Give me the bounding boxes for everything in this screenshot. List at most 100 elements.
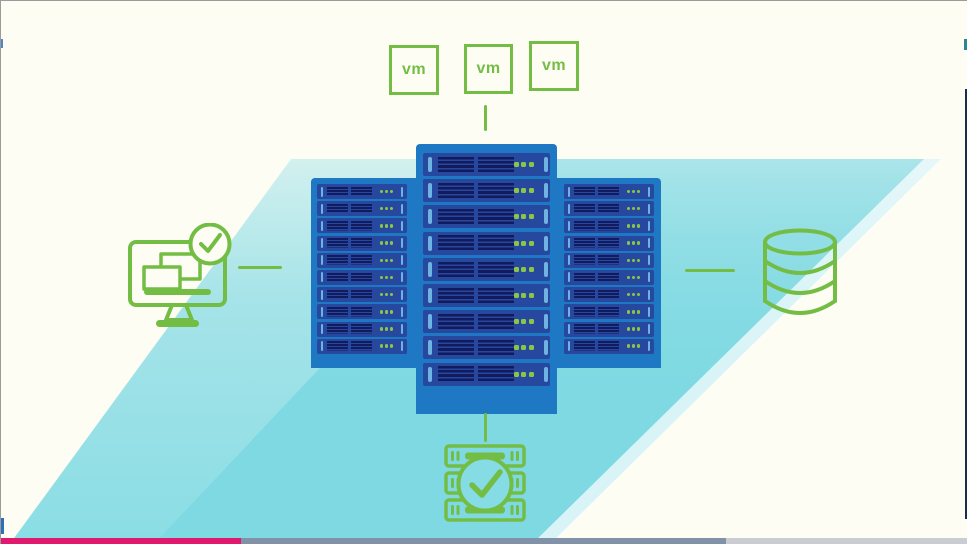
progress-remaining[interactable] xyxy=(726,538,967,544)
unit-vents-right xyxy=(351,289,372,300)
unit-handle-right xyxy=(647,306,650,317)
unit-handle-left xyxy=(567,306,570,317)
unit-vents-right xyxy=(477,182,514,199)
check-circle xyxy=(456,455,514,513)
unit-vents-right xyxy=(477,209,514,225)
vm-box-2: vm xyxy=(464,44,513,94)
unit-handle-left xyxy=(567,255,570,266)
unit-vents-right xyxy=(351,272,372,283)
checkmark-icon xyxy=(469,469,503,498)
unit-handle-left xyxy=(320,306,323,317)
unit-vents-left xyxy=(327,186,348,197)
unit-handle-left xyxy=(428,235,432,251)
monitor-stand xyxy=(164,303,194,322)
rack-unit xyxy=(423,179,550,203)
unit-handle-left xyxy=(567,324,570,334)
rack-unit xyxy=(564,304,654,320)
progress-buffered[interactable] xyxy=(241,538,726,544)
left-edge-mark-bottom xyxy=(1,518,4,534)
unit-handle-right xyxy=(647,289,650,300)
unit-vents-left xyxy=(327,203,348,214)
unit-vents-left xyxy=(574,272,595,283)
vm-box-1: vm xyxy=(389,45,439,95)
unit-vents-right xyxy=(477,235,514,251)
unit-vents-right xyxy=(477,156,514,173)
unit-led-lights xyxy=(626,275,642,280)
unit-vents-left xyxy=(574,341,595,351)
unit-vents-left xyxy=(437,287,474,304)
rack-unit xyxy=(564,338,654,354)
unit-led-lights xyxy=(513,345,537,351)
video-progress-bar[interactable] xyxy=(1,538,967,544)
unit-vents-right xyxy=(477,287,514,304)
unit-vents-left xyxy=(574,324,595,334)
unit-handle-left xyxy=(428,287,432,303)
unit-handle-right xyxy=(400,186,403,197)
unit-led-lights xyxy=(626,189,642,194)
vm-label: vm xyxy=(476,60,501,77)
rack-unit xyxy=(423,310,550,334)
rack-unit xyxy=(564,218,654,234)
cylinder-sides xyxy=(763,240,837,303)
vm-label: vm xyxy=(401,61,427,78)
rack-unit xyxy=(564,321,654,337)
unit-handle-right xyxy=(400,272,403,283)
rack-unit xyxy=(317,184,407,199)
unit-vents-right xyxy=(598,203,619,214)
unit-handle-right xyxy=(400,289,403,300)
right-edge-line xyxy=(965,89,967,519)
unit-handle-left xyxy=(320,324,323,334)
unit-led-lights xyxy=(379,310,395,314)
disk-arc-1 xyxy=(763,259,837,275)
unit-led-lights xyxy=(379,327,395,331)
unit-vents-right xyxy=(598,255,619,266)
unit-handle-right xyxy=(544,366,548,382)
monitor-base xyxy=(156,320,199,327)
unit-led-lights xyxy=(379,292,395,297)
unit-handle-right xyxy=(544,287,548,303)
unit-vents-left xyxy=(574,289,595,300)
progress-played[interactable] xyxy=(1,538,241,544)
unit-handle-left xyxy=(567,220,570,231)
rack-unit xyxy=(317,304,407,320)
unit-vents-left xyxy=(574,255,595,266)
unit-led-lights xyxy=(513,240,537,246)
unit-vents-right xyxy=(598,186,619,197)
unit-handle-left xyxy=(428,340,432,356)
unit-handle-right xyxy=(400,220,403,231)
unit-handle-right xyxy=(400,203,403,214)
unit-led-lights xyxy=(513,162,537,167)
unit-led-lights xyxy=(379,189,395,194)
unit-vents-right xyxy=(598,324,619,334)
unit-led-lights xyxy=(379,275,395,280)
server-rack-center xyxy=(416,144,557,414)
unit-vents-right xyxy=(598,307,619,317)
rack-unit xyxy=(564,269,654,285)
unit-handle-right xyxy=(647,272,650,283)
rack-unit xyxy=(423,283,550,307)
unit-handle-left xyxy=(428,183,432,199)
unit-vents-right xyxy=(477,340,514,356)
unit-led-lights xyxy=(513,188,537,194)
unit-vents-left xyxy=(437,261,474,277)
unit-vents-left xyxy=(327,272,348,283)
unit-handle-left xyxy=(320,220,323,231)
unit-handle-left xyxy=(320,238,323,249)
connector-vm-to-rack xyxy=(484,105,487,131)
unit-vents-left xyxy=(437,340,474,356)
unit-handle-right xyxy=(544,261,548,277)
disk-arc-3 xyxy=(763,299,837,315)
unit-handle-left xyxy=(320,341,323,352)
unit-handle-right xyxy=(647,341,650,352)
unit-handle-left xyxy=(567,341,570,352)
unit-vents-left xyxy=(327,289,348,300)
unit-led-lights xyxy=(626,258,642,262)
rack-unit xyxy=(317,235,407,251)
unit-led-lights xyxy=(626,344,642,348)
unit-handle-right xyxy=(647,324,650,334)
unit-handle-left xyxy=(320,289,323,300)
server-rack-right xyxy=(547,178,661,368)
right-edge-mark xyxy=(964,39,967,50)
unit-handle-left xyxy=(567,203,570,214)
